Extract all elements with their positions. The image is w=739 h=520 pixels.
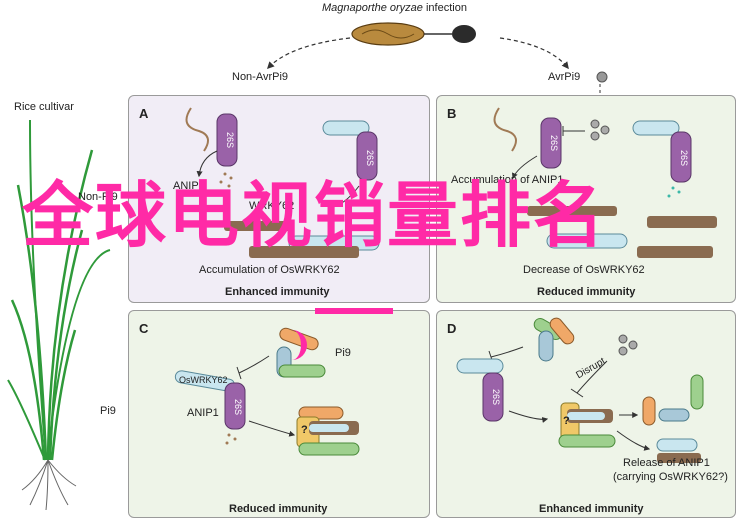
svg-text:26S: 26S <box>365 150 375 166</box>
unknown-marker: ? <box>563 415 570 427</box>
proteasome-26s-icon <box>356 131 378 181</box>
panel-caption: Enhanced immunity <box>539 503 644 515</box>
proteasome-26s-icon <box>216 113 238 167</box>
release-label-line1: Release of ANIP1 <box>623 457 710 469</box>
branch-label-right: AvrPi9 <box>548 71 581 83</box>
panel-letter: A <box>139 106 149 121</box>
panel-c-diagram: 26S <box>174 327 360 456</box>
row-label-bottom: Pi9 <box>100 405 116 417</box>
panel-d: D 26S Disrupt ? Release of ANIP1 (carryi… <box>436 310 736 518</box>
panel-b-diagram: 26S 26S <box>493 107 717 258</box>
fungus-spore-icon <box>351 22 476 46</box>
svg-text:26S: 26S <box>225 132 235 148</box>
svg-text:26S: 26S <box>549 135 559 151</box>
plant-label: Rice cultivar <box>14 101 74 113</box>
release-label-line2: (carrying OsWRKY62?) <box>613 471 728 483</box>
row-label-top: Non-Pi9 <box>78 191 118 203</box>
title-suffix: infection <box>422 2 467 14</box>
accumulation-label: Accumulation of ANIP1 <box>451 174 564 186</box>
proteasome-26s-icon <box>224 382 246 430</box>
pi9-label: Pi9 <box>335 347 351 359</box>
overlay-mark <box>285 330 307 360</box>
branch-arrow-right <box>499 37 569 70</box>
panel-c: C 26S Pi9 OsWRKY62 ANIP1 ? Reduced immun… <box>128 310 430 518</box>
figure-title: Magnaporthe oryzae infection <box>322 2 467 14</box>
panel-caption: Reduced immunity <box>537 286 636 298</box>
panel-a-diagram: 26S 26S <box>185 107 380 258</box>
branch-label-left: Non-AvrPi9 <box>232 71 289 83</box>
overlay-underline <box>315 308 393 314</box>
rice-plant-icon <box>7 119 111 461</box>
accumulation-label: Accumulation of OsWRKY62 <box>199 264 340 276</box>
svg-text:26S: 26S <box>233 399 243 415</box>
panel-b: B 26S 26S Accumulation of ANIP1 Decrease… <box>436 95 736 303</box>
panel-letter: B <box>447 106 457 121</box>
anip1-label: ANIP1 <box>187 407 219 419</box>
panel-d-diagram: 26S <box>456 317 704 463</box>
rice-roots-icon <box>21 459 77 511</box>
anip1-label: ANIP1 <box>173 180 205 192</box>
panel-letter: C <box>139 321 149 336</box>
unknown-marker: ? <box>301 424 308 436</box>
panel-caption: Reduced immunity <box>229 503 328 515</box>
proteasome-26s-icon <box>482 372 504 422</box>
svg-text:26S: 26S <box>491 389 501 405</box>
branch-arrow-left <box>267 37 351 70</box>
panel-caption: Enhanced immunity <box>225 286 330 298</box>
overlay-watermark-text: 全球电视销量排名 <box>22 174 607 257</box>
proteasome-26s-icon <box>670 131 692 183</box>
panel-a: A 26S 26S ANIP1 WRKY62 Accumulation of O… <box>128 95 430 303</box>
decrease-label: Decrease of OsWRKY62 <box>523 264 645 276</box>
panel-letter: D <box>447 321 457 336</box>
proteasome-26s-icon <box>540 117 562 169</box>
svg-text:26S: 26S <box>679 150 689 166</box>
avrpi9-effector-icon <box>596 71 608 83</box>
pathogen-name: Magnaporthe oryzae <box>322 2 423 14</box>
wrky-label: WRKY62 <box>249 200 295 212</box>
oswrky-label: OsWRKY62 <box>179 375 228 385</box>
